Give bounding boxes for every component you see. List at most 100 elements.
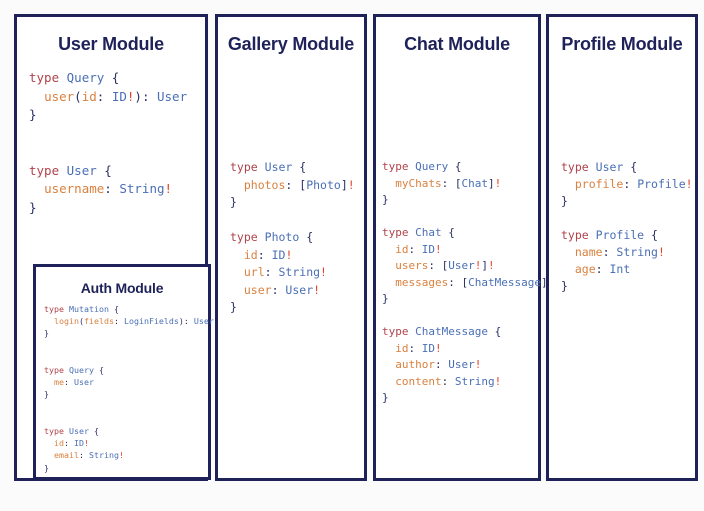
code-token: type: [44, 365, 64, 376]
code-token: [230, 248, 244, 262]
code-token: {: [96, 162, 112, 178]
code-token: !: [347, 177, 355, 192]
code-token: }: [382, 292, 389, 305]
code-token: email: [54, 450, 79, 461]
module-code-gallery: type User { photos: [Photo]! } type Phot…: [230, 159, 364, 317]
code-token: [44, 438, 54, 448]
code-token: !: [320, 265, 327, 279]
code-token: {: [441, 226, 455, 239]
code-token: ID: [421, 242, 435, 256]
code-token: !: [313, 282, 321, 297]
code-token: user: [243, 282, 272, 297]
code-token: User: [285, 282, 314, 297]
code-token: }: [44, 389, 49, 400]
code-token: ChatMessage: [415, 325, 488, 338]
module-card-user[interactable]: User Module type Query { user(id: ID!): …: [14, 14, 214, 481]
code-token: id: [243, 247, 258, 262]
code-token: :: [595, 262, 610, 276]
code-token: {: [292, 160, 307, 174]
code-token: ID: [271, 247, 286, 262]
code-token: :: [435, 358, 449, 371]
module-card-profile[interactable]: Profile Module type User { profile: Prof…: [546, 14, 698, 481]
code-token: [29, 89, 44, 104]
code-token: {: [93, 365, 104, 376]
code-token: !: [488, 259, 495, 272]
code-token: type: [230, 160, 258, 174]
code-token: :: [408, 341, 422, 355]
code-token: !: [84, 438, 89, 449]
code-token: : [: [448, 275, 469, 289]
code-token: ID: [111, 88, 127, 104]
code-token: [589, 228, 596, 242]
code-token: :: [96, 88, 112, 104]
code-token: :: [602, 245, 617, 259]
code-token: String: [278, 265, 321, 279]
code-token: [382, 342, 395, 355]
code-token: :: [623, 177, 638, 191]
code-token: [561, 262, 575, 276]
code-token: : [: [441, 176, 462, 190]
code-token: [382, 259, 395, 272]
code-token: myChats: [395, 176, 442, 190]
code-token: User: [157, 88, 188, 104]
code-token: }: [382, 391, 389, 404]
code-token: !: [435, 242, 442, 256]
code-token: fields: [83, 316, 114, 327]
code-token: Profile: [595, 228, 645, 242]
code-token: !: [435, 341, 442, 355]
code-token: {: [644, 228, 658, 242]
code-token: ID: [421, 341, 435, 355]
code-token: [44, 450, 54, 460]
code-token: type: [382, 226, 409, 239]
module-card-chat[interactable]: Chat Module type Query { myChats: [Chat]…: [373, 14, 554, 481]
code-token: :: [408, 242, 422, 256]
code-token: :: [78, 450, 89, 461]
code-token: :: [104, 181, 120, 196]
code-token: type: [230, 230, 258, 244]
code-token: String: [88, 450, 119, 461]
code-token: {: [623, 160, 638, 174]
code-token: !: [118, 450, 124, 461]
code-token: type: [29, 162, 60, 178]
code-token: [59, 163, 67, 178]
module-card-auth[interactable]: Auth Module type Mutation { login(fields…: [33, 264, 214, 480]
code-token: [382, 276, 395, 289]
code-token: url: [243, 265, 265, 279]
code-token: ]: [540, 275, 548, 289]
module-title-gallery: Gallery Module: [227, 34, 355, 54]
code-token: (: [74, 88, 82, 104]
code-token: }: [29, 199, 37, 215]
code-token: [258, 230, 265, 244]
code-token: User: [68, 426, 89, 437]
module-code-profile: type User { profile: Profile! } type Pro…: [561, 159, 695, 295]
code-token: User: [448, 259, 475, 272]
code-token: User: [66, 162, 97, 178]
code-token: type: [29, 70, 60, 85]
code-token: {: [448, 160, 462, 173]
code-token: ]: [487, 176, 495, 190]
code-token: Query: [68, 365, 94, 376]
code-token: :: [64, 438, 74, 449]
code-token: :: [264, 265, 279, 279]
code-token: author: [395, 358, 435, 371]
code-token: [59, 70, 67, 85]
code-token: [44, 316, 54, 326]
code-token: login: [54, 316, 79, 327]
code-token: :: [257, 247, 272, 262]
code-token: }: [230, 300, 237, 314]
code-token: Query: [415, 160, 449, 173]
code-token: User: [74, 377, 94, 388]
code-token: String: [454, 374, 495, 388]
module-card-gallery[interactable]: Gallery Module type User { photos: [Phot…: [215, 14, 367, 481]
code-token: !: [685, 177, 693, 191]
code-token: :: [271, 282, 286, 297]
code-token: Profile: [637, 177, 686, 191]
code-token: users: [395, 259, 429, 272]
module-code-auth: type Mutation { login(fields: LoginField…: [44, 303, 214, 474]
module-title-user: User Module: [58, 34, 164, 54]
code-token: Query: [66, 70, 105, 85]
code-token: type: [561, 160, 589, 174]
code-token: :: [441, 374, 455, 388]
code-token: ]: [340, 177, 348, 192]
